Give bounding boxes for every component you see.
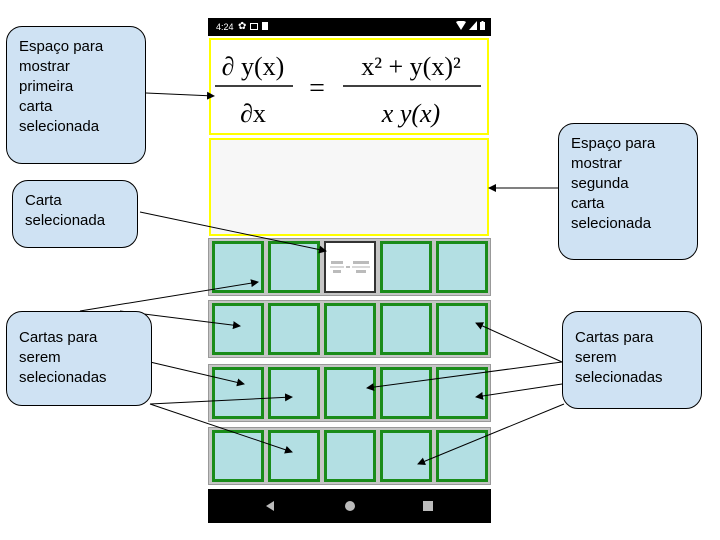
eq-equals: = <box>309 73 325 104</box>
eq-rhs-numerator: x² + y(x)² <box>361 52 461 81</box>
card-r3-c2[interactable] <box>268 367 320 419</box>
arrow-right-1 <box>475 322 563 363</box>
navigation-bar <box>208 489 491 523</box>
recents-icon[interactable] <box>423 501 433 511</box>
card-row-1 <box>208 238 491 296</box>
eq-lhs-numerator: ∂ y(x) <box>222 52 285 81</box>
card-r4-c1[interactable] <box>212 430 264 482</box>
callout-cards-left: Cartas para serem selecionadas <box>6 311 152 406</box>
arrow-left-3 <box>149 361 245 387</box>
card-r2-c2[interactable] <box>268 303 320 355</box>
phone-screen: 4:24 ✿ ∂ y(x) ∂x = <box>208 18 491 523</box>
card-r1-c5[interactable] <box>436 241 488 293</box>
card-r1-c2[interactable] <box>268 241 320 293</box>
callout-first-card-space: Espaço para mostrar primeira carta selec… <box>6 26 146 164</box>
card-r4-c2[interactable] <box>268 430 320 482</box>
sd-card-icon <box>262 22 269 30</box>
arrow-selected-card <box>139 211 327 254</box>
card-r2-c3[interactable] <box>324 303 376 355</box>
arrow-right-3 <box>475 383 563 400</box>
status-bar: 4:24 ✿ <box>208 18 491 36</box>
arrow-right-4 <box>417 403 565 466</box>
selected-card[interactable] <box>324 241 376 293</box>
equation-display: ∂ y(x) ∂x = x² + y(x)² x y(x) <box>215 52 481 128</box>
card-r3-c4[interactable] <box>380 367 432 419</box>
arrow-right-2 <box>366 361 563 392</box>
card-r4-c3[interactable] <box>324 430 376 482</box>
battery-icon <box>480 21 485 30</box>
callout-cards-right: Cartas para serem selecionadas <box>562 311 702 409</box>
card-r3-c1[interactable] <box>212 367 264 419</box>
first-card-slot: ∂ y(x) ∂x = x² + y(x)² x y(x) <box>209 38 489 135</box>
status-time: 4:24 <box>216 22 234 32</box>
image-icon <box>250 23 259 30</box>
callout-selected-card: Carta selecionada <box>12 180 138 248</box>
gear-icon: ✿ <box>238 21 247 32</box>
card-r1-c1[interactable] <box>212 241 264 293</box>
card-r2-c4[interactable] <box>380 303 432 355</box>
arrow-left-4 <box>149 393 293 405</box>
card-r4-c4[interactable] <box>380 430 432 482</box>
card-row-2 <box>208 300 491 358</box>
card-row-4 <box>208 427 491 485</box>
arrow-left-5 <box>149 403 293 454</box>
wifi-icon <box>456 21 466 30</box>
back-icon[interactable] <box>266 501 274 511</box>
eq-lhs-denominator: ∂x <box>240 99 266 128</box>
eq-rhs-denominator: x y(x) <box>381 99 440 128</box>
callout-second-card-space: Espaço para mostrar segunda carta seleci… <box>558 123 698 260</box>
card-row-3 <box>208 364 491 422</box>
mini-equation-icon <box>330 261 370 273</box>
arrow-first-slot <box>145 91 215 100</box>
card-r3-c3[interactable] <box>324 367 376 419</box>
home-icon[interactable] <box>345 501 355 511</box>
arrow-left-1 <box>79 279 259 312</box>
card-r1-c4[interactable] <box>380 241 432 293</box>
signal-icon <box>469 21 477 30</box>
